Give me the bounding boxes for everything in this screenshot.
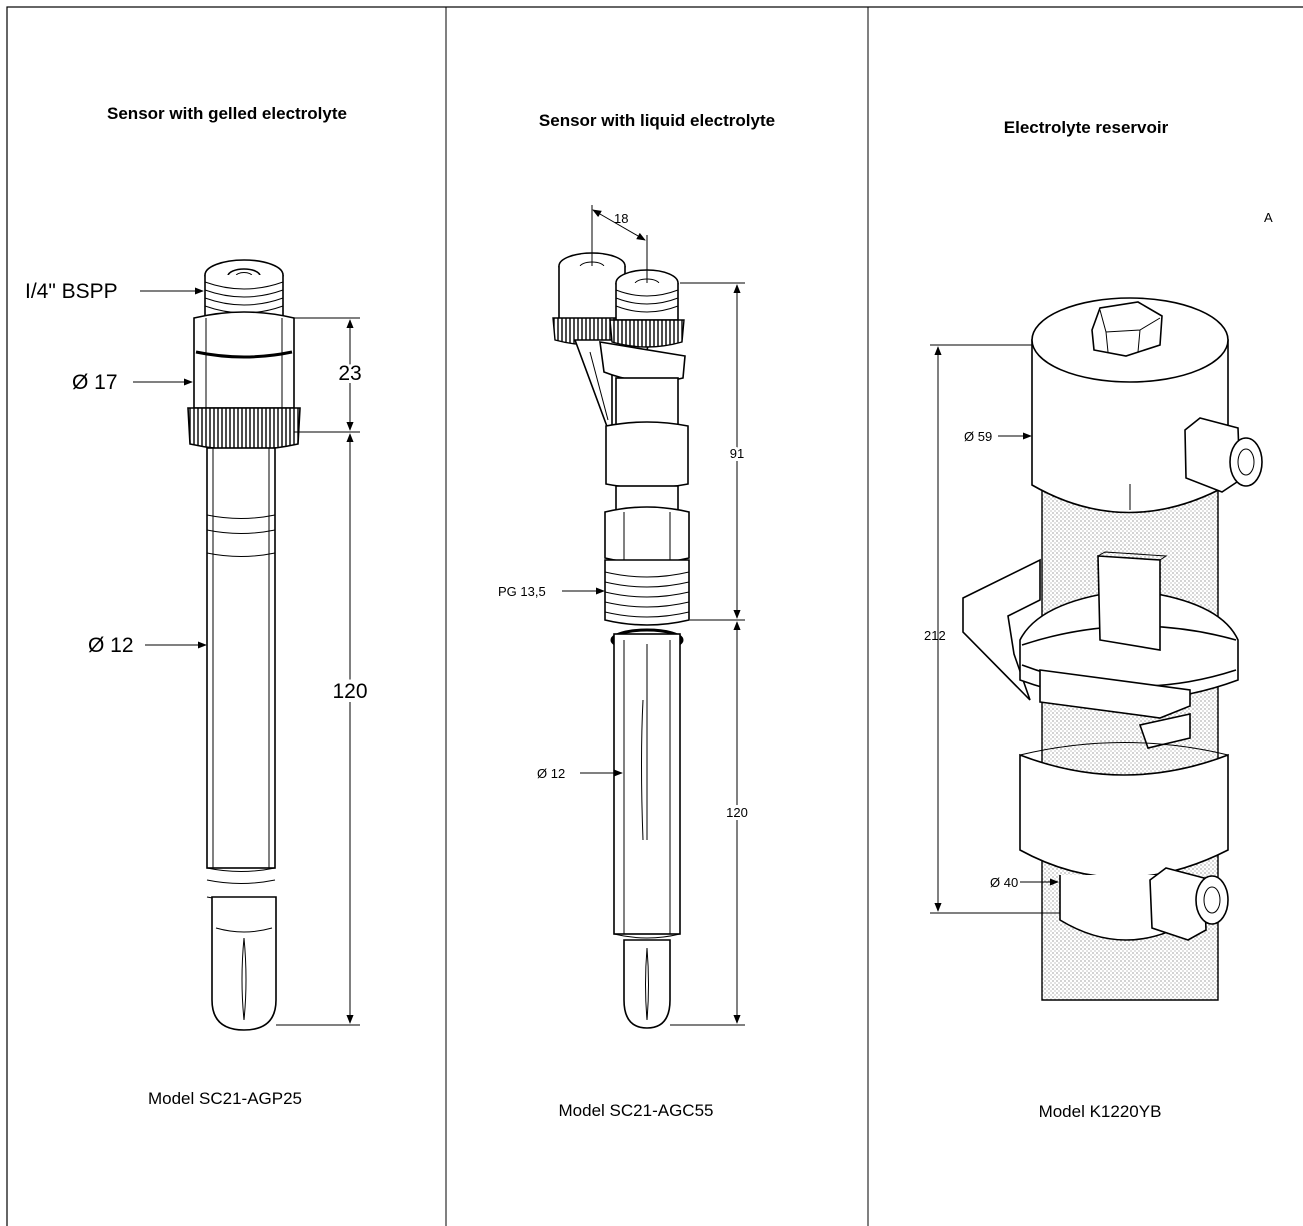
label-dim-120: 120 bbox=[332, 680, 367, 703]
label-dia-17: Ø 17 bbox=[72, 371, 118, 394]
panel-1-title: Sensor with gelled electrolyte bbox=[107, 104, 347, 123]
label-dia-12-liquid: Ø 12 bbox=[537, 766, 565, 781]
label-corner-a: A bbox=[1264, 210, 1273, 225]
gelled-sensor-drawing bbox=[133, 259, 360, 1031]
panel-3-title: Electrolyte reservoir bbox=[1004, 118, 1169, 137]
label-spacing-18: 18 bbox=[614, 211, 628, 226]
label-dim-91: 91 bbox=[730, 446, 744, 461]
panel-2-model: Model SC21-AGC55 bbox=[559, 1101, 714, 1120]
reservoir-drawing bbox=[930, 297, 1263, 1001]
label-dim-120-liquid: 120 bbox=[726, 805, 748, 820]
panel-3-model: Model K1220YB bbox=[1039, 1102, 1162, 1121]
label-height-212: 212 bbox=[924, 628, 946, 643]
panel-1-model: Model SC21-AGP25 bbox=[148, 1089, 302, 1108]
label-dim-23: 23 bbox=[338, 362, 361, 385]
label-dia-59: Ø 59 bbox=[964, 429, 992, 444]
label-thread-pg: PG 13,5 bbox=[498, 584, 546, 599]
panel-2-title: Sensor with liquid electrolyte bbox=[539, 111, 775, 130]
sheet-frame bbox=[6, 6, 1303, 1226]
label-dia-12: Ø 12 bbox=[88, 634, 134, 657]
label-dia-40: Ø 40 bbox=[990, 875, 1018, 890]
liquid-sensor-drawing bbox=[552, 205, 745, 1029]
label-thread-bspp: I/4" BSPP bbox=[25, 280, 118, 303]
